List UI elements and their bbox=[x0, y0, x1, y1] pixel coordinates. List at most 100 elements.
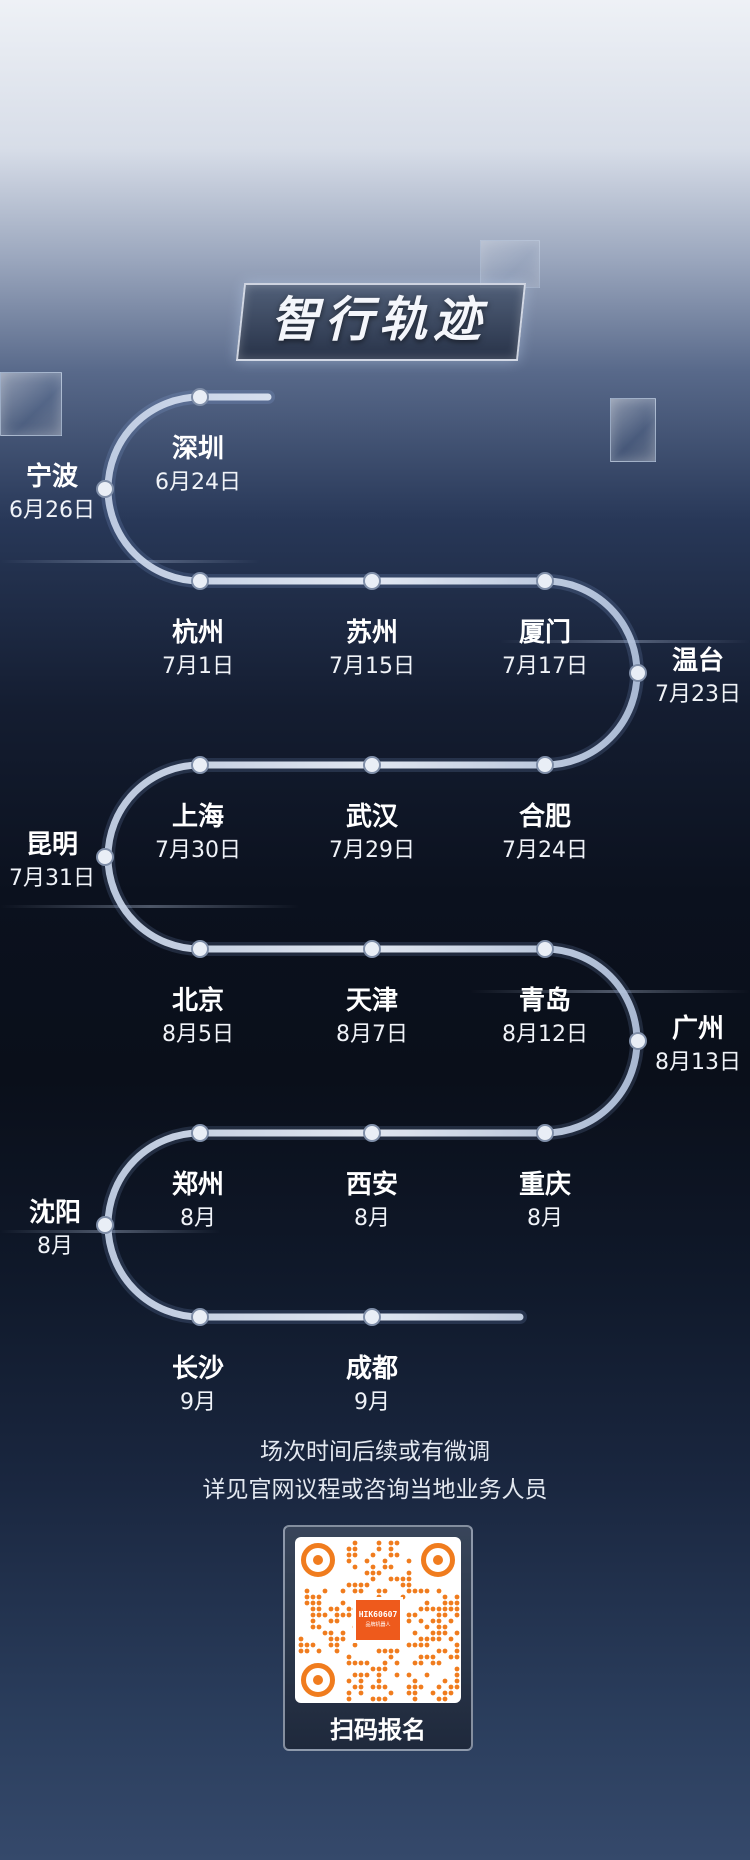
qr-dot bbox=[370, 1666, 376, 1672]
qr-dot bbox=[352, 1672, 358, 1678]
qr-dot bbox=[454, 1648, 460, 1654]
qr-dot bbox=[334, 1636, 340, 1642]
qr-dot bbox=[454, 1594, 460, 1600]
qr-dot bbox=[406, 1612, 412, 1618]
qr-dot bbox=[412, 1696, 418, 1702]
stop-city: 长沙 bbox=[171, 1354, 224, 1384]
qr-dot bbox=[382, 1660, 388, 1666]
qr-dot bbox=[388, 1690, 394, 1696]
stop-date: 7月17日 bbox=[502, 654, 588, 679]
qr-dot bbox=[364, 1570, 370, 1576]
qr-dot bbox=[424, 1606, 430, 1612]
qr-code[interactable]: HIK60607 品牌机器人 bbox=[295, 1537, 461, 1703]
qr-dot bbox=[382, 1666, 388, 1672]
qr-dot bbox=[376, 1546, 382, 1552]
qr-dot bbox=[412, 1588, 418, 1594]
qr-dot bbox=[406, 1690, 412, 1696]
qr-dot bbox=[436, 1630, 442, 1636]
qr-dot bbox=[442, 1594, 448, 1600]
qr-dot bbox=[310, 1594, 316, 1600]
qr-dot bbox=[406, 1642, 412, 1648]
qr-dot bbox=[418, 1684, 424, 1690]
stop-date: 7月24日 bbox=[502, 838, 588, 863]
qr-dot bbox=[376, 1678, 382, 1684]
qr-dot bbox=[382, 1564, 388, 1570]
qr-dot bbox=[316, 1594, 322, 1600]
qr-dot bbox=[418, 1642, 424, 1648]
scan-register-label: 扫码报名 bbox=[330, 1716, 426, 1744]
qr-dot bbox=[406, 1558, 412, 1564]
qr-dot bbox=[382, 1696, 388, 1702]
qr-dot bbox=[316, 1624, 322, 1630]
qr-dot bbox=[334, 1612, 340, 1618]
qr-dot bbox=[436, 1612, 442, 1618]
route-node bbox=[191, 1308, 209, 1326]
qr-dot bbox=[298, 1642, 304, 1648]
route-node bbox=[96, 1216, 114, 1234]
qr-dot bbox=[364, 1660, 370, 1666]
qr-dot bbox=[388, 1546, 394, 1552]
qr-dot bbox=[358, 1684, 364, 1690]
stop-city: 沈阳 bbox=[28, 1198, 81, 1228]
qr-dot bbox=[448, 1684, 454, 1690]
qr-dot bbox=[316, 1600, 322, 1606]
qr-dot bbox=[376, 1588, 382, 1594]
qr-dot bbox=[406, 1570, 412, 1576]
qr-dot bbox=[442, 1624, 448, 1630]
stop-city: 成都 bbox=[345, 1354, 398, 1384]
qr-dot bbox=[442, 1678, 448, 1684]
qr-dot bbox=[328, 1642, 334, 1648]
qr-dot bbox=[454, 1654, 460, 1660]
qr-dot bbox=[352, 1642, 358, 1648]
qr-center-logo: HIK60607 品牌机器人 bbox=[353, 1597, 403, 1643]
qr-dot bbox=[310, 1606, 316, 1612]
qr-dot bbox=[418, 1636, 424, 1642]
stop-city: 郑州 bbox=[171, 1170, 224, 1200]
qr-dot bbox=[424, 1672, 430, 1678]
route-node bbox=[191, 756, 209, 774]
qr-dot bbox=[454, 1678, 460, 1684]
qr-dot bbox=[412, 1660, 418, 1666]
qr-dot bbox=[322, 1630, 328, 1636]
stop-date: 8月13日 bbox=[655, 1050, 741, 1075]
qr-dot bbox=[394, 1552, 400, 1558]
qr-dot bbox=[406, 1588, 412, 1594]
qr-dot bbox=[442, 1648, 448, 1654]
qr-dot bbox=[448, 1636, 454, 1642]
route-node bbox=[363, 572, 381, 590]
stop-date: 8月 bbox=[354, 1206, 390, 1231]
stop-city: 北京 bbox=[171, 986, 224, 1016]
qr-registration-card[interactable]: HIK60607 品牌机器人 扫码报名 bbox=[283, 1525, 473, 1751]
stop-city: 合肥 bbox=[518, 802, 571, 832]
qr-dot bbox=[388, 1654, 394, 1660]
qr-dot bbox=[436, 1684, 442, 1690]
qr-dot bbox=[454, 1684, 460, 1690]
qr-dot bbox=[394, 1648, 400, 1654]
route-node bbox=[96, 480, 114, 498]
stop-city: 武汉 bbox=[345, 802, 398, 832]
qr-dot bbox=[334, 1606, 340, 1612]
qr-dot bbox=[364, 1672, 370, 1678]
qr-dot bbox=[436, 1636, 442, 1642]
qr-dot bbox=[298, 1636, 304, 1642]
stop-city: 重庆 bbox=[518, 1170, 571, 1200]
page-title: 智行轨迹 bbox=[270, 292, 487, 348]
route-node bbox=[629, 664, 647, 682]
qr-dot bbox=[352, 1582, 358, 1588]
route-node bbox=[363, 1124, 381, 1142]
qr-dot bbox=[334, 1648, 340, 1654]
stop-date: 8月7日 bbox=[336, 1022, 408, 1047]
qr-dot bbox=[454, 1606, 460, 1612]
qr-dot bbox=[376, 1570, 382, 1576]
route-node bbox=[363, 756, 381, 774]
qr-dot bbox=[310, 1624, 316, 1630]
qr-dot bbox=[418, 1606, 424, 1612]
qr-dot bbox=[328, 1606, 334, 1612]
stop-city: 温台 bbox=[671, 646, 724, 676]
stop-city: 厦门 bbox=[518, 618, 571, 648]
light-ray bbox=[0, 905, 300, 908]
qr-dot bbox=[376, 1666, 382, 1672]
stop-city: 宁波 bbox=[25, 462, 78, 492]
qr-dot bbox=[436, 1660, 442, 1666]
